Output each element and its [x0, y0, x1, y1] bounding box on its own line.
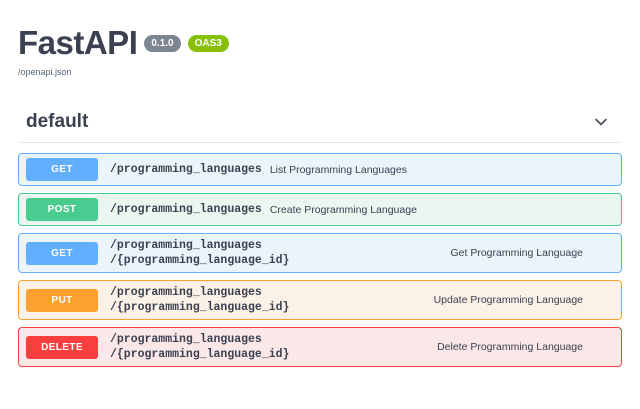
path-line: /programming_languages	[110, 286, 262, 299]
operation-path: /programming_languages	[98, 162, 262, 177]
operations-list: GET /programming_languages List Programm…	[18, 153, 622, 367]
operation-row[interactable]: DELETE /programming_languages /{programm…	[18, 327, 622, 367]
method-badge: GET	[26, 241, 98, 265]
chevron-down-icon[interactable]	[592, 113, 610, 131]
operation-summary[interactable]: GET /programming_languages /{programming…	[19, 238, 621, 268]
version-badge: 0.1.0	[144, 35, 181, 52]
path-line: /{programming_language_id}	[110, 254, 290, 267]
operation-path: /programming_languages /{programming_lan…	[98, 238, 289, 268]
path-line: /programming_languages	[110, 333, 262, 346]
operation-summary[interactable]: POST /programming_languages Create Progr…	[19, 198, 621, 221]
operation-summary[interactable]: DELETE /programming_languages /{programm…	[19, 332, 621, 362]
method-badge: GET	[26, 158, 98, 181]
tag-name-label: default	[26, 111, 89, 132]
path-line: /programming_languages	[110, 239, 262, 252]
operation-description: Create Programming Language	[269, 203, 417, 216]
operation-description: Update Programming Language	[433, 294, 583, 306]
openapi-spec-link[interactable]: /openapi.json	[18, 67, 72, 77]
page-title: FastAPI	[18, 24, 138, 61]
path-line: /programming_languages	[110, 163, 262, 176]
operation-summary[interactable]: PUT /programming_languages /{programming…	[19, 285, 621, 315]
operation-summary[interactable]: GET /programming_languages List Programm…	[19, 158, 621, 181]
operation-path: /programming_languages	[98, 202, 262, 217]
operation-path: /programming_languages /{programming_lan…	[98, 332, 289, 362]
api-info-block: FastAPI 0.1.0 OAS3 /openapi.json	[0, 0, 640, 77]
operation-row[interactable]: PUT /programming_languages /{programming…	[18, 280, 622, 320]
operation-row[interactable]: GET /programming_languages List Programm…	[18, 153, 622, 186]
method-badge: DELETE	[26, 335, 98, 359]
operation-row[interactable]: GET /programming_languages /{programming…	[18, 233, 622, 273]
operation-description: Get Programming Language	[450, 247, 584, 259]
operation-row[interactable]: POST /programming_languages Create Progr…	[18, 193, 622, 226]
operation-description: Delete Programming Language	[437, 341, 583, 353]
method-badge: POST	[26, 198, 98, 221]
tag-section-default: default GET /programming_languages List …	[0, 111, 640, 367]
api-title-row: FastAPI 0.1.0 OAS3	[18, 26, 622, 59]
operation-path: /programming_languages /{programming_lan…	[98, 285, 289, 315]
method-badge: PUT	[26, 288, 98, 312]
operation-description: List Programming Languages	[269, 163, 407, 176]
tag-header-default[interactable]: default	[18, 111, 622, 143]
path-line: /programming_languages	[110, 203, 262, 216]
oas-badge: OAS3	[187, 35, 229, 52]
path-line: /{programming_language_id}	[110, 301, 290, 314]
path-line: /{programming_language_id}	[110, 348, 290, 361]
